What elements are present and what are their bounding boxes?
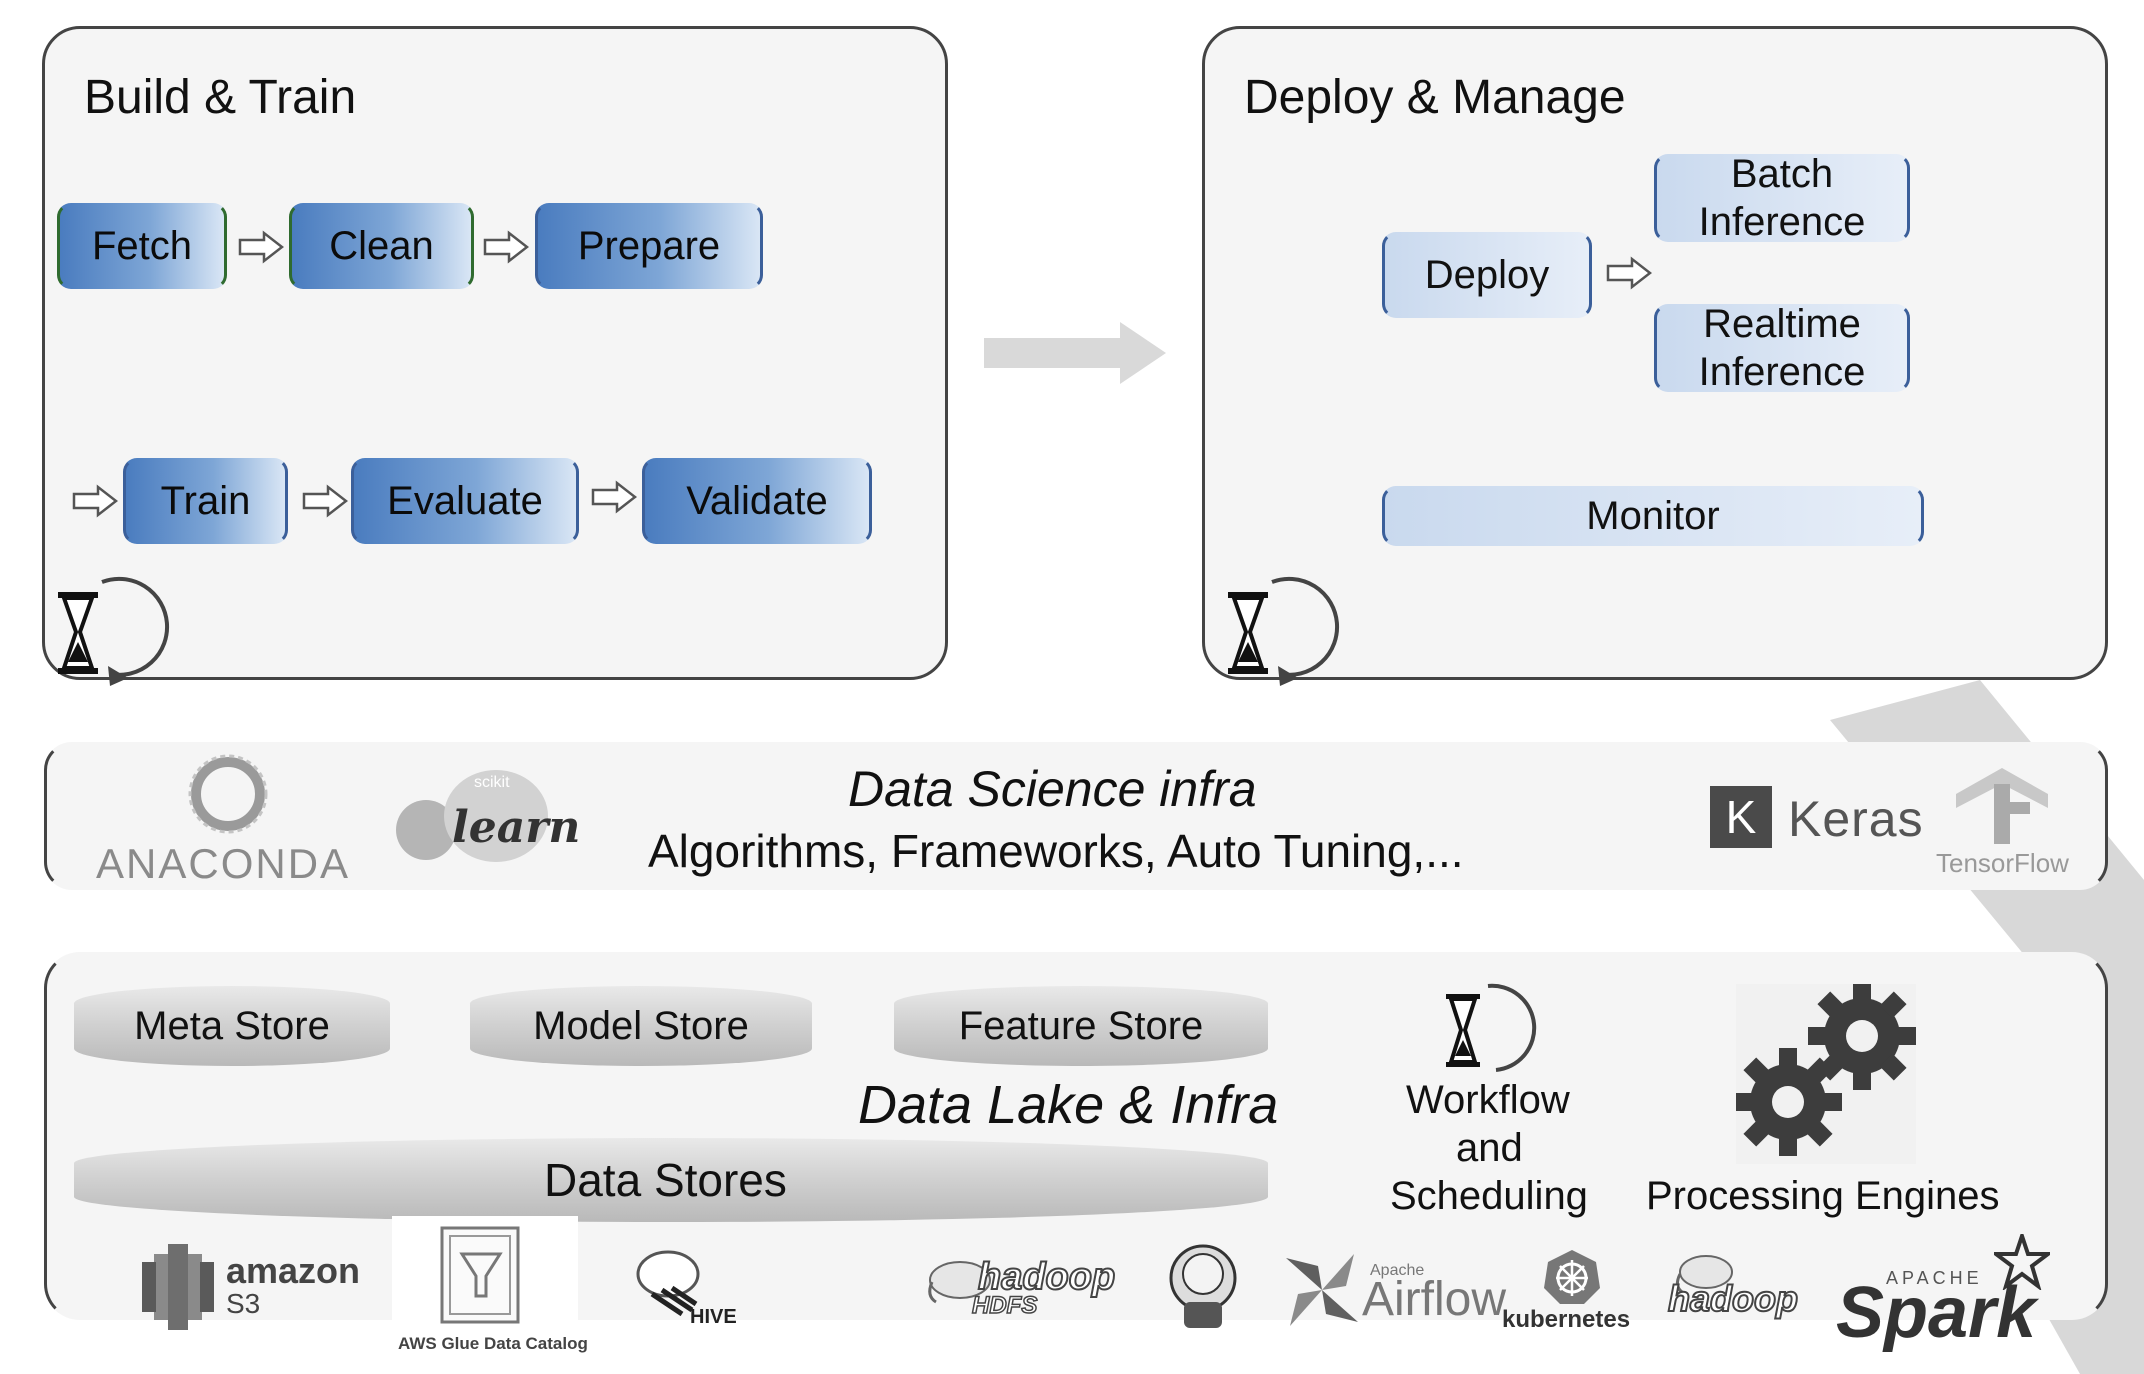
hourglass-cycle-icon — [1228, 576, 1340, 686]
glue-catalog-icon — [440, 1226, 520, 1324]
keras-k-icon: K — [1710, 786, 1772, 848]
meta-store: Meta Store — [74, 986, 390, 1066]
hive-logo-icon — [636, 1250, 700, 1317]
hadoop-hdfs-logo-1: hadoop — [977, 1255, 1116, 1299]
step-prepare: Prepare — [535, 203, 763, 289]
workflow-label-3: Scheduling — [1390, 1174, 1588, 1218]
hourglass-cycle-icon — [58, 576, 170, 686]
build-train-panel — [42, 26, 948, 680]
airflow-logo-icon — [1286, 1254, 1358, 1326]
sklearn-small-text: scikit — [474, 774, 510, 791]
step-evaluate: Evaluate — [351, 458, 579, 544]
arrow-right-icon — [483, 230, 529, 264]
processing-engines-label: Processing Engines — [1646, 1174, 2000, 1218]
batch-inference-box: Batch Inference — [1654, 152, 1910, 244]
arrow-right-icon — [72, 484, 118, 518]
tensorflow-logo-icon — [1956, 768, 2048, 844]
step-clean: Clean — [289, 203, 474, 289]
airflow-small-text: Apache — [1370, 1262, 1425, 1279]
keras-logo: Keras — [1788, 791, 1924, 847]
ds-infra-subtitle: Algorithms, Frameworks, Auto Tuning,... — [648, 825, 1464, 877]
data-stores: Data Stores — [74, 1138, 1268, 1222]
feature-store: Feature Store — [894, 986, 1268, 1066]
sklearn-text: learn — [452, 802, 581, 853]
build-train-title: Build & Train — [84, 71, 357, 124]
hadoop-hdfs-logo-2: HDFS — [971, 1291, 1038, 1320]
workflow-label-2: and — [1456, 1126, 1523, 1170]
kubernetes-logo: kubernetes — [1502, 1306, 1631, 1333]
deploy-manage-title: Deploy & Manage — [1244, 71, 1626, 124]
amazon-logo: amazon — [226, 1250, 361, 1291]
anaconda-logo: ANACONDA — [96, 840, 351, 887]
spark-star-icon — [1994, 1234, 2050, 1290]
monitor-box: Monitor — [1382, 486, 1924, 546]
arrow-right-icon — [591, 480, 637, 514]
hourglass-cycle-icon — [1446, 983, 1537, 1072]
data-lake-title: Data Lake & Infra — [858, 1075, 1279, 1135]
kubernetes-logo-icon — [1544, 1250, 1600, 1304]
workflow-label-1: Workflow — [1406, 1078, 1570, 1122]
arrow-right-icon — [1606, 256, 1652, 290]
deploy-box: Deploy — [1382, 232, 1592, 318]
gears-icon — [1736, 984, 1916, 1164]
model-store: Model Store — [470, 986, 812, 1066]
arrow-right-icon — [302, 484, 348, 518]
anaconda-logo-icon — [188, 754, 268, 834]
tensorflow-logo: TensorFlow — [1936, 848, 2069, 878]
realtime-inference-box: Realtime Inference — [1654, 302, 1910, 394]
spark-small-text: APACHE — [1886, 1268, 1983, 1288]
hadoop-elephant-icon — [928, 1261, 991, 1304]
glue-logo: AWS Glue Data Catalog — [398, 1334, 588, 1353]
step-fetch: Fetch — [57, 203, 227, 289]
sklearn-logo-icon — [396, 770, 548, 862]
hadoop-elephant-icon — [1675, 1255, 1733, 1294]
spark-logo: Spark — [1836, 1273, 2037, 1353]
step-train: Train — [123, 458, 288, 544]
s3-logo: S3 — [226, 1288, 261, 1319]
hadoop-logo: hadoop — [1667, 1277, 1799, 1320]
arrow-right-icon — [238, 230, 284, 264]
airflow-logo: Airflow — [1362, 1273, 1507, 1326]
jenkins-logo-icon — [1169, 1244, 1237, 1328]
big-arrow-icon — [984, 322, 1166, 384]
step-validate: Validate — [642, 458, 872, 544]
ds-infra-title: Data Science infra — [848, 761, 1257, 817]
hive-logo: HIVE — [690, 1306, 737, 1328]
amazon-s3-logo-icon — [142, 1244, 214, 1330]
